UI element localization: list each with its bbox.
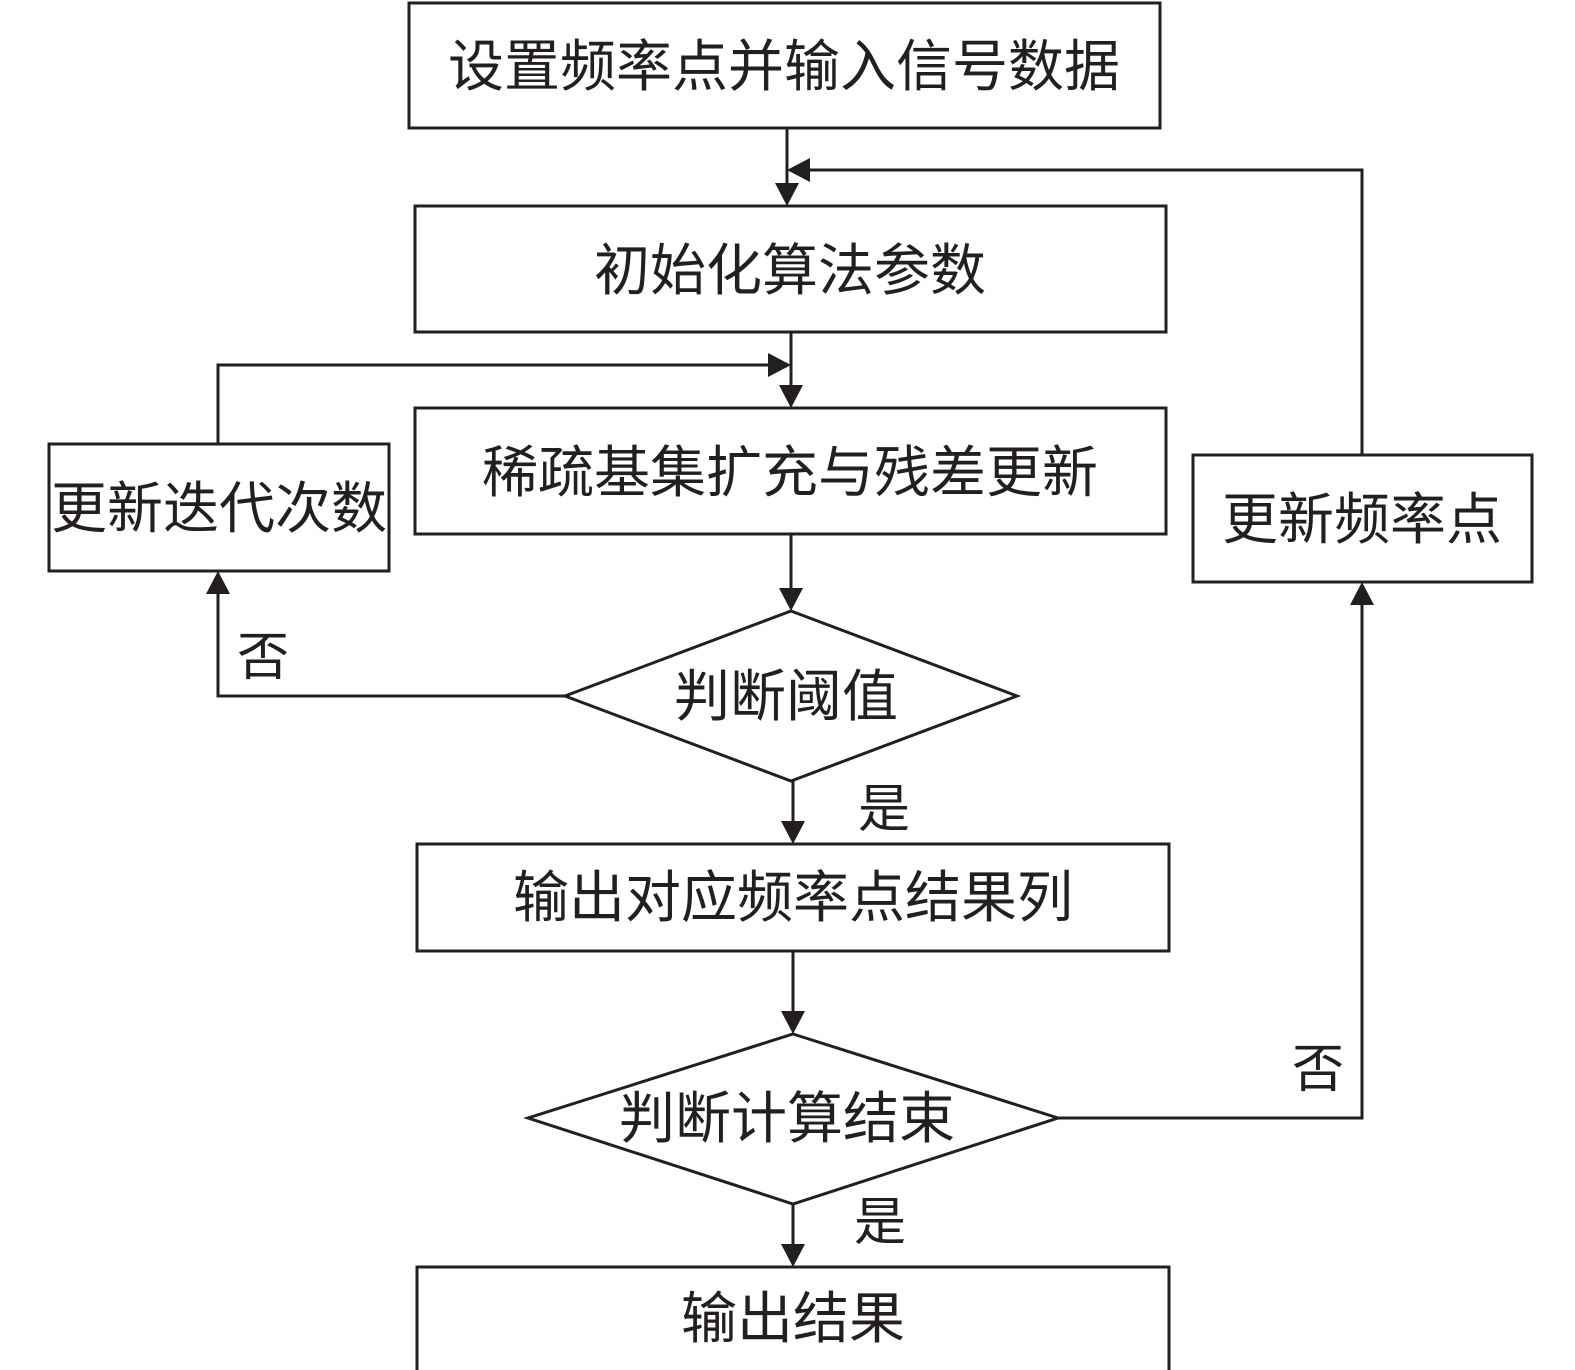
connector-update-freq-to-init (808, 168, 1364, 455)
connector-end-no-to-update-freq (1058, 603, 1364, 1120)
node-output-column: 输出对应频率点结果列 (415, 842, 1171, 953)
arrowhead-down-icon (779, 385, 803, 408)
arrowhead-down-icon (779, 588, 803, 611)
node-init-label: 初始化算法参数 (594, 239, 986, 304)
node-output-result: 输出结果 (415, 1265, 1171, 1370)
arrowhead-down-icon (775, 183, 799, 206)
decision-threshold: 判断阈值 (560, 609, 1022, 783)
node-expand: 稀疏基集扩充与残差更新 (413, 406, 1168, 536)
node-expand-label: 稀疏基集扩充与残差更新 (482, 441, 1098, 506)
edge-label-threshold-no: 否 (237, 628, 289, 688)
edge-label-end-yes: 是 (854, 1193, 906, 1253)
decision-end: 判断计算结束 (523, 1032, 1063, 1206)
edge-label-end-no: 否 (1292, 1040, 1344, 1100)
arrowhead-up-icon (1350, 582, 1374, 605)
node-init: 初始化算法参数 (413, 204, 1168, 334)
node-update-iterations-label: 更新迭代次数 (51, 477, 387, 542)
node-input-label: 设置频率点并输入信号数据 (448, 35, 1120, 100)
arrowhead-up-icon (206, 571, 230, 594)
arrowhead-down-icon (781, 1011, 805, 1034)
node-update-frequency: 更新频率点 (1191, 453, 1534, 584)
arrowhead-left-icon (787, 158, 810, 182)
node-output-result-label: 输出结果 (681, 1287, 905, 1352)
node-update-iterations: 更新迭代次数 (47, 442, 391, 573)
arrowhead-right-icon (768, 353, 791, 377)
node-input: 设置频率点并输入信号数据 (407, 1, 1162, 130)
decision-end-label: 判断计算结束 (619, 1087, 955, 1152)
connector-threshold-no-to-update-iter (216, 592, 565, 698)
connector-update-iter-to-expand (216, 363, 770, 444)
arrowhead-down-icon (781, 1244, 805, 1267)
node-update-frequency-label: 更新频率点 (1222, 488, 1502, 553)
arrowhead-down-icon (781, 821, 805, 844)
edge-label-threshold-yes: 是 (858, 780, 910, 840)
decision-threshold-label: 判断阈值 (674, 665, 898, 730)
node-output-column-label: 输出对应频率点结果列 (513, 866, 1073, 931)
